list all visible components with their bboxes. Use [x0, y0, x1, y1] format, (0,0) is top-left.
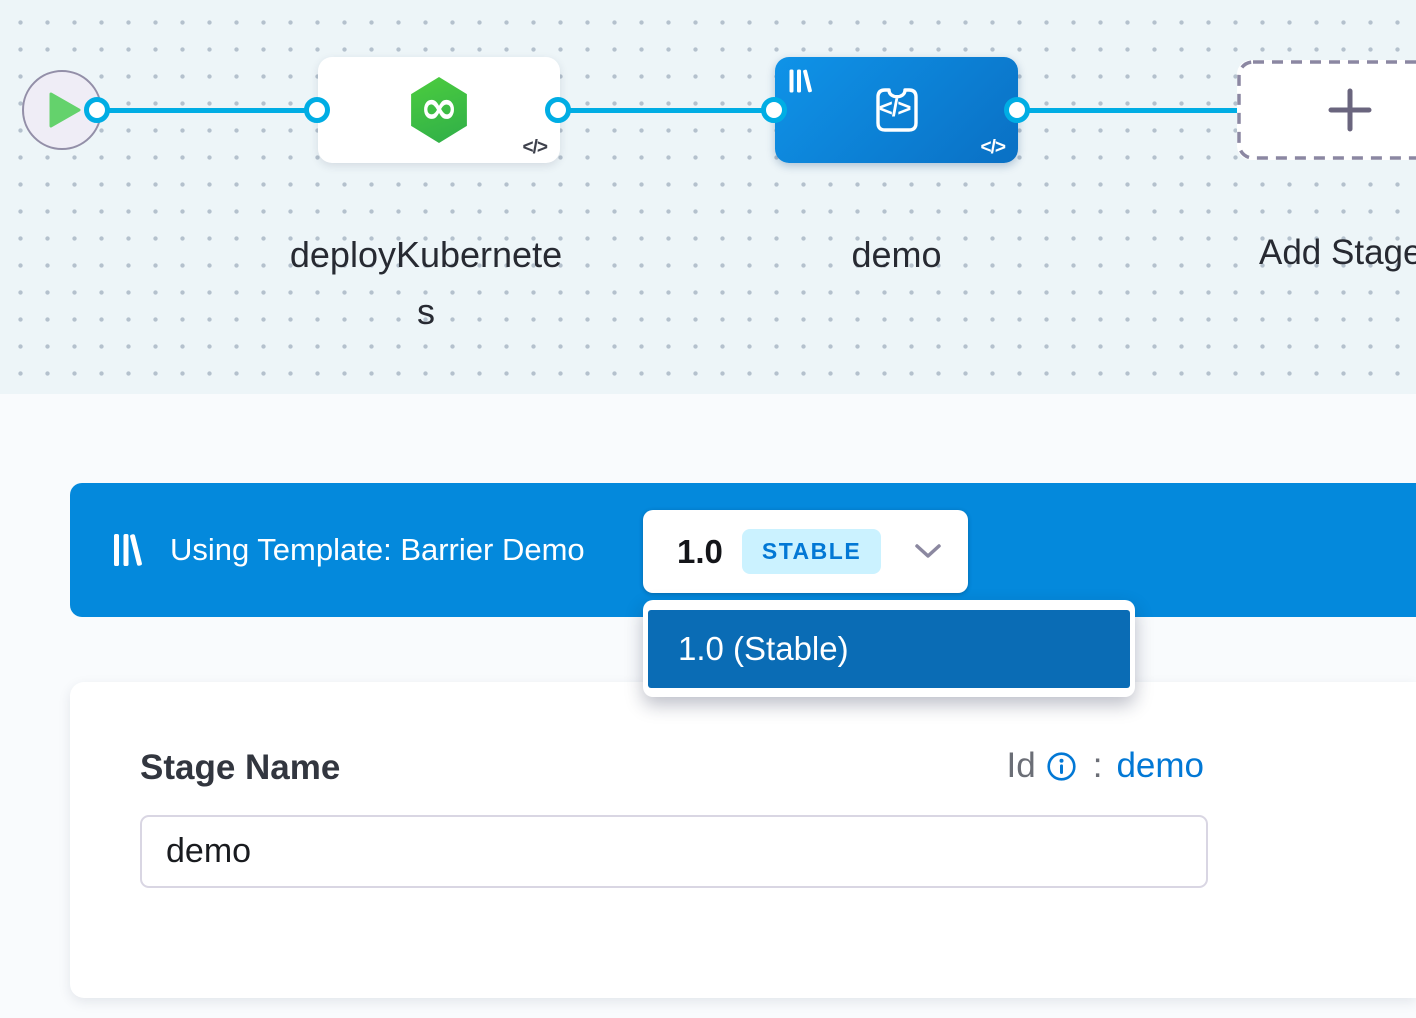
connector-port[interactable] — [1004, 97, 1030, 123]
play-icon — [49, 92, 81, 128]
pipeline-edge — [1018, 108, 1240, 113]
stage-node-deploykubernetes[interactable]: ∞ </> — [318, 57, 560, 163]
stage-node-demo[interactable]: </> </> — [775, 57, 1018, 163]
template-version-selector[interactable]: 1.0 STABLE — [643, 510, 968, 593]
code-icon: </> — [522, 137, 549, 158]
code-icon: </> — [878, 94, 912, 122]
connector-port[interactable] — [545, 97, 571, 123]
id-label: Id — [1006, 746, 1036, 785]
stage-name-label: Stage Name — [140, 748, 341, 787]
connector-port[interactable] — [304, 97, 330, 123]
custom-stage-icon: </> — [864, 77, 930, 143]
dashed-border — [1237, 60, 1416, 160]
template-banner: Using Template: Barrier Demo 1.0 STABLE — [70, 483, 1416, 617]
code-icon: </> — [980, 137, 1007, 158]
template-library-icon — [114, 534, 142, 566]
id-separator: : — [1092, 746, 1103, 785]
plus-icon — [1326, 86, 1374, 139]
stage-label-demo: demo — [851, 234, 942, 275]
version-dropdown-menu: 1.0 (Stable) — [643, 600, 1135, 697]
add-stage-label: Add Stage — [1259, 233, 1416, 272]
stage-id-value: demo — [1116, 746, 1204, 785]
version-number: 1.0 — [677, 532, 723, 570]
stage-id-row: Id : demo — [1007, 746, 1205, 786]
pipeline-edge — [559, 108, 775, 113]
pipeline-edge — [98, 108, 318, 113]
add-stage-button[interactable] — [1237, 60, 1416, 160]
connector-port[interactable] — [761, 97, 787, 123]
stage-name-input[interactable] — [140, 815, 1208, 888]
version-menu-item-stable[interactable]: 1.0 (Stable) — [648, 610, 1130, 688]
template-banner-label: Using Template: Barrier Demo — [170, 532, 585, 567]
stage-overview-card: Stage Name Id : demo — [70, 682, 1416, 998]
stage-detail-panel: Using Template: Barrier Demo 1.0 STABLE … — [0, 394, 1416, 1018]
template-library-icon — [789, 69, 812, 93]
connector-port[interactable] — [84, 97, 110, 123]
stage-label-deploykubernetes: deployKubernetes — [289, 234, 563, 332]
deployment-hexagon-icon: ∞ — [411, 77, 467, 143]
pipeline-canvas[interactable]: ∞ </> </> </> — [0, 0, 1416, 395]
add-stage-box — [1237, 60, 1416, 160]
info-icon[interactable] — [1046, 751, 1077, 782]
infinity-glyph: ∞ — [419, 79, 459, 134]
stable-badge: STABLE — [741, 529, 882, 574]
chevron-down-icon — [914, 543, 942, 560]
